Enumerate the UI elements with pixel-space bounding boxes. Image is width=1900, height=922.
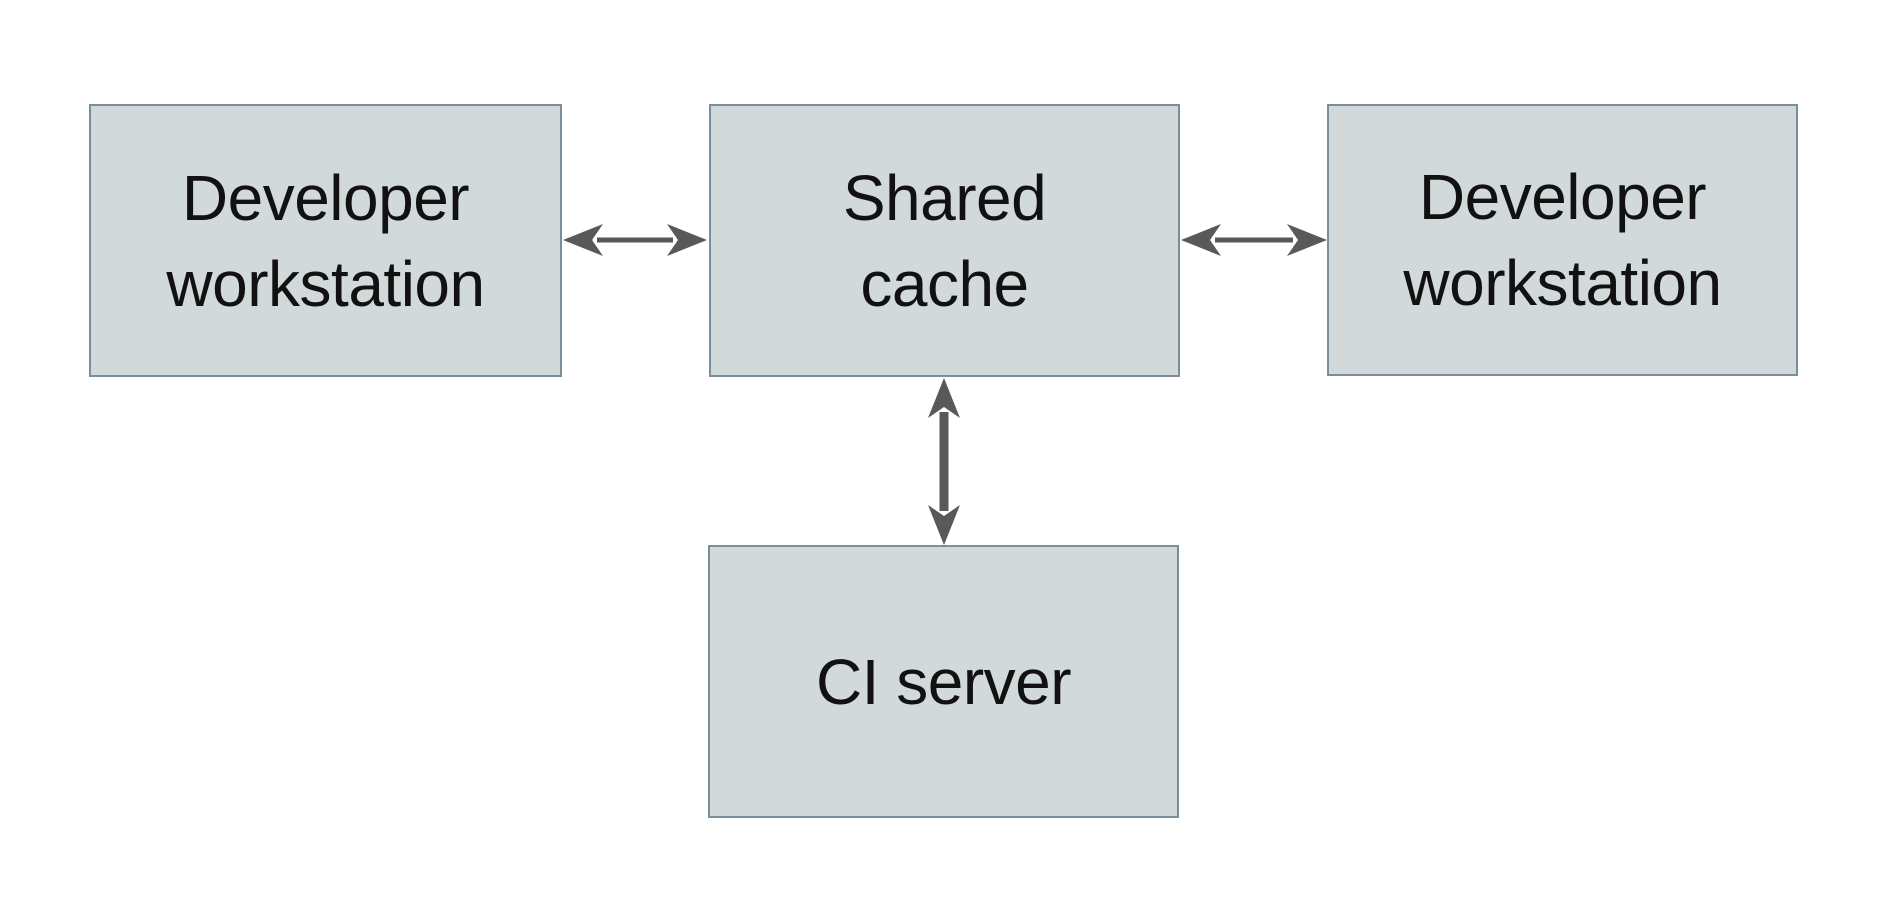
node-label: CI server	[815, 645, 1072, 718]
bidirectional-arrow-right	[1181, 224, 1327, 256]
node-label: Shared cache	[842, 161, 1047, 320]
node-label: Developer workstation	[166, 161, 485, 320]
node-developer-workstation-left: Developer workstation	[89, 104, 562, 377]
bidirectional-arrow-left	[563, 224, 707, 256]
node-shared-cache: Shared cache	[709, 104, 1180, 377]
node-label: Developer workstation	[1403, 161, 1722, 319]
bidirectional-arrow-vertical	[928, 378, 960, 545]
node-ci-server: CI server	[708, 545, 1179, 818]
node-developer-workstation-right: Developer workstation	[1327, 104, 1798, 376]
